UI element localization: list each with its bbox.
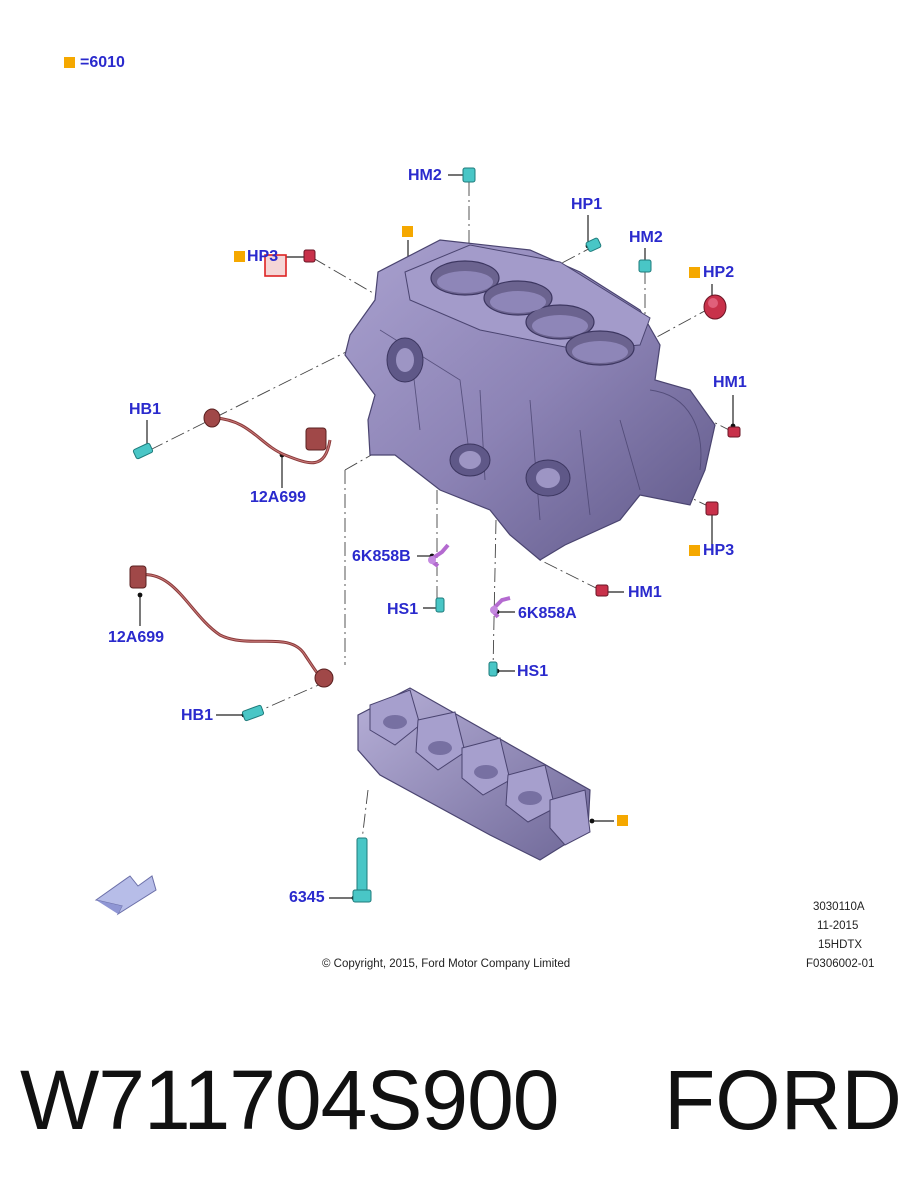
oil-jet-6k858b: [428, 543, 450, 568]
info-line-2: 11-2015: [817, 920, 859, 932]
knock-sensor-harness-upper: [203, 408, 332, 465]
legend-swatch: [64, 57, 75, 68]
fastener-hm2-right: [638, 259, 652, 273]
label-hp3-right: HP3: [703, 542, 735, 559]
label-hm1-right: HM1: [713, 374, 747, 391]
label-6k858a: 6K858A: [518, 605, 577, 622]
info-line-1: 3030110A: [813, 901, 865, 913]
ref-square-hp3-left: [234, 251, 245, 262]
part-number: W711704S900: [20, 1053, 560, 1147]
plug-hp2: [703, 294, 727, 320]
label-hs1-lower: HS1: [517, 663, 549, 680]
ref-square-hp3-right: [689, 545, 700, 556]
label-hp3-left: HP3: [247, 248, 279, 265]
ref-square-ladder: [617, 815, 628, 826]
info-line-3: 15HDTX: [818, 939, 863, 951]
exploded-parts-diagram: [94, 167, 741, 916]
oil-jet-6k858a: [490, 596, 511, 619]
label-hb1-upper: HB1: [129, 401, 162, 418]
cylinder-block: [344, 239, 716, 561]
plug-hp3-left: [303, 249, 316, 263]
copyright-text: © Copyright, 2015, Ford Motor Company Li…: [322, 958, 571, 970]
info-line-4: F0306002-01: [806, 958, 875, 970]
label-12a699-upper: 12A699: [250, 489, 307, 506]
plug-hp3-right: [705, 501, 719, 516]
fastener-hm1-right: [727, 426, 741, 438]
knock-sensor-harness-lower: [129, 565, 334, 688]
label-hs1-left: HS1: [387, 601, 419, 618]
brand-name: FORD: [664, 1053, 902, 1147]
fastener-hb1-upper: [132, 442, 154, 460]
label-hb1-lower: HB1: [181, 707, 214, 724]
label-12a699-lower: 12A699: [108, 629, 165, 646]
highlight-box: [264, 254, 287, 277]
label-stubs: [139, 174, 734, 899]
fastener-hs1-left: [435, 597, 445, 613]
fastener-hs1-lower: [488, 661, 498, 677]
legend-text: =6010: [80, 54, 125, 71]
ref-square-hp2: [689, 267, 700, 278]
direction-arrow-icon: [94, 875, 157, 916]
fastener-hp1: [585, 237, 602, 252]
label-hm1-lower: HM1: [628, 584, 662, 601]
ref-square-block: [402, 226, 413, 237]
ladder-frame: [357, 687, 591, 861]
label-hm2-right: HM2: [629, 229, 663, 246]
fastener-hm2-top: [462, 167, 476, 183]
label-hm2-top: HM2: [408, 167, 442, 184]
label-hp1: HP1: [571, 196, 603, 213]
label-6345: 6345: [289, 889, 325, 906]
bolt-6345: [352, 837, 372, 903]
label-6k858b: 6K858B: [352, 548, 411, 565]
label-hp2: HP2: [703, 264, 735, 281]
fastener-hm1-lower: [595, 584, 609, 597]
fastener-hb1-lower: [241, 704, 265, 722]
